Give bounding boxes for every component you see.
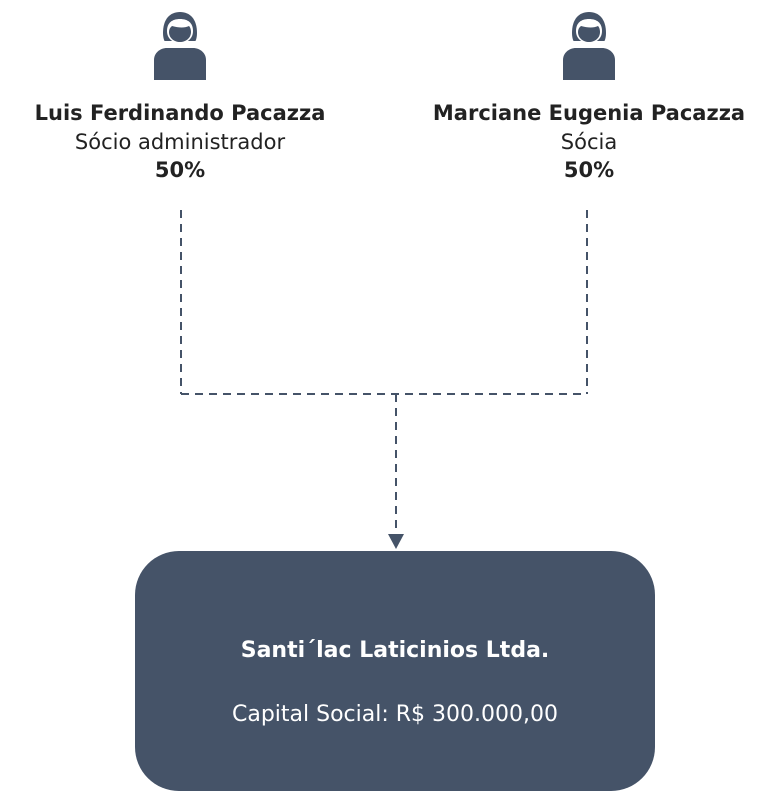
company-capital: Capital Social: R$ 300.000,00 [231,702,558,727]
connector-arrowhead [388,534,404,549]
partner-card-marciane: Marciane Eugenia Pacazza Sócia 50% [409,0,769,183]
partner-card-luis: Luis Ferdinando Pacazza Sócio administra… [0,0,360,183]
partner-name: Marciane Eugenia Pacazza [432,101,746,125]
partner-role: Sócio administrador [74,130,286,154]
partner-share: 50% [154,158,206,182]
person-icon [563,12,615,80]
partner-role: Sócia [560,130,618,154]
company-name: Santi´lac Laticinios Ltda. [240,638,550,663]
company-box: Santi´lac Laticinios Ltda. Capital Socia… [135,551,655,791]
person-icon [154,12,206,80]
partner-name: Luis Ferdinando Pacazza [34,101,326,125]
partner-share: 50% [563,158,615,182]
